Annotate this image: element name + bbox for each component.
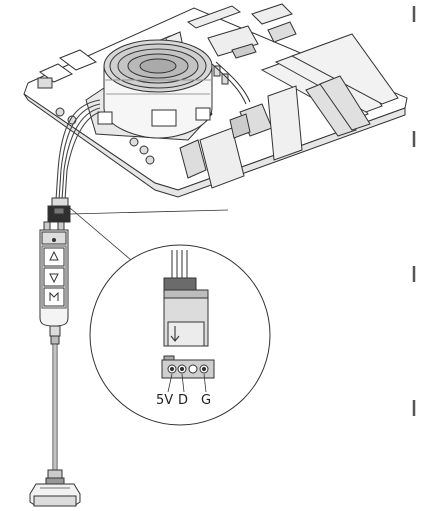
top-connectors xyxy=(186,3,297,59)
argb-cable xyxy=(55,99,101,201)
zoom-header xyxy=(161,355,215,379)
rear-io-ports xyxy=(37,49,98,89)
label-5v: 5V xyxy=(156,393,173,408)
down-button xyxy=(43,267,65,287)
down-arrow-icon xyxy=(170,326,180,342)
label-data: D xyxy=(178,393,188,408)
pin-blank xyxy=(188,364,198,374)
triangle-up-icon xyxy=(49,250,59,261)
argb-controller xyxy=(39,221,69,327)
label-ground: G xyxy=(201,393,211,408)
mode-m-icon xyxy=(49,291,59,301)
up-button xyxy=(43,247,65,267)
cpu-cooler xyxy=(85,39,213,141)
power-connector xyxy=(29,483,81,507)
zoom-detail: 5V D G xyxy=(89,244,271,426)
triangle-down-icon xyxy=(49,273,59,284)
expansion-slots xyxy=(260,33,399,137)
lower-cable xyxy=(45,325,65,485)
zoom-callout-lines xyxy=(69,207,229,261)
chipset-heatsinks xyxy=(179,85,303,189)
cable-connector xyxy=(47,197,71,223)
motherboard xyxy=(23,3,408,198)
